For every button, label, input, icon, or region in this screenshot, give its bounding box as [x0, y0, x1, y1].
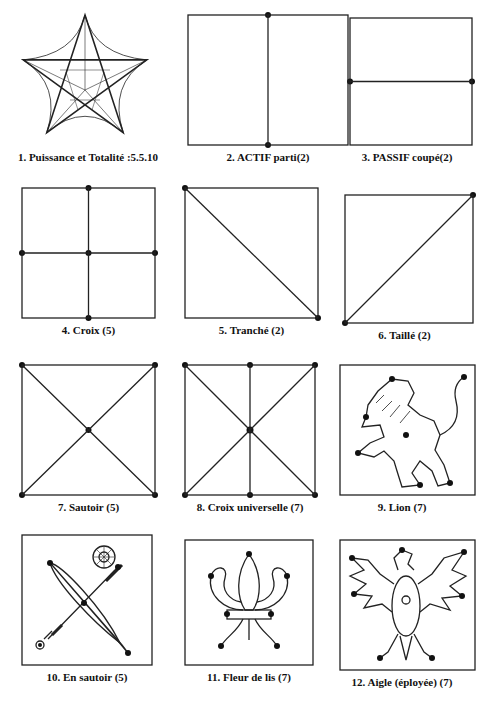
panel-caption: 11. Fleur de lis (7) [170, 671, 328, 684]
heraldic-panel: 12. Aigle (éployée) (7) [340, 540, 475, 670]
panel-caption: 10. En sautoir (5) [7, 671, 167, 684]
heraldic-panel: 7. Sautoir (5) [22, 365, 155, 495]
panel-caption: 4. Croix (5) [7, 324, 170, 337]
panel-caption: 6. Taillé (2) [330, 329, 479, 342]
dots [19, 12, 476, 498]
panel-caption: 8. Croix universelle (7) [170, 501, 330, 514]
panel-caption: 7. Sautoir (5) [7, 501, 170, 514]
fleur-de-lis [208, 551, 290, 649]
panel-caption: 9. Lion (7) [325, 501, 479, 514]
panel-caption: 12. Aigle (éployée) (7) [325, 676, 479, 689]
frames [22, 15, 475, 670]
heraldic-panel: 11. Fleur de lis (7) [185, 540, 313, 665]
heraldic-panel: 3. PASSIF coupé(2) [350, 18, 472, 145]
crossed-swords [36, 546, 131, 656]
heraldic-panel: 6. Taillé (2) [345, 195, 473, 323]
lion [355, 374, 467, 488]
heraldic-panel: 4. Croix (5) [22, 188, 155, 318]
heraldic-panel: 1. Puissance et Totalité :5.5.10 [15, 15, 155, 145]
eagle [349, 547, 467, 661]
heraldic-panel: 5. Tranché (2) [185, 188, 318, 318]
panel-caption: 5. Tranché (2) [170, 324, 333, 337]
heraldic-panel: 10. En sautoir (5) [22, 535, 152, 665]
heraldic-panel: 8. Croix universelle (7) [185, 365, 315, 495]
heraldic-panel: 2. ACTIF parti(2) [188, 15, 348, 145]
panel-caption: 2. ACTIF parti(2) [173, 151, 363, 164]
heraldic-panel: 9. Lion (7) [340, 365, 475, 495]
pentagram [23, 15, 147, 133]
panel-caption: 3. PASSIF coupé(2) [335, 151, 479, 164]
panel-caption: 1. Puissance et Totalité :5.5.10 [3, 151, 173, 164]
